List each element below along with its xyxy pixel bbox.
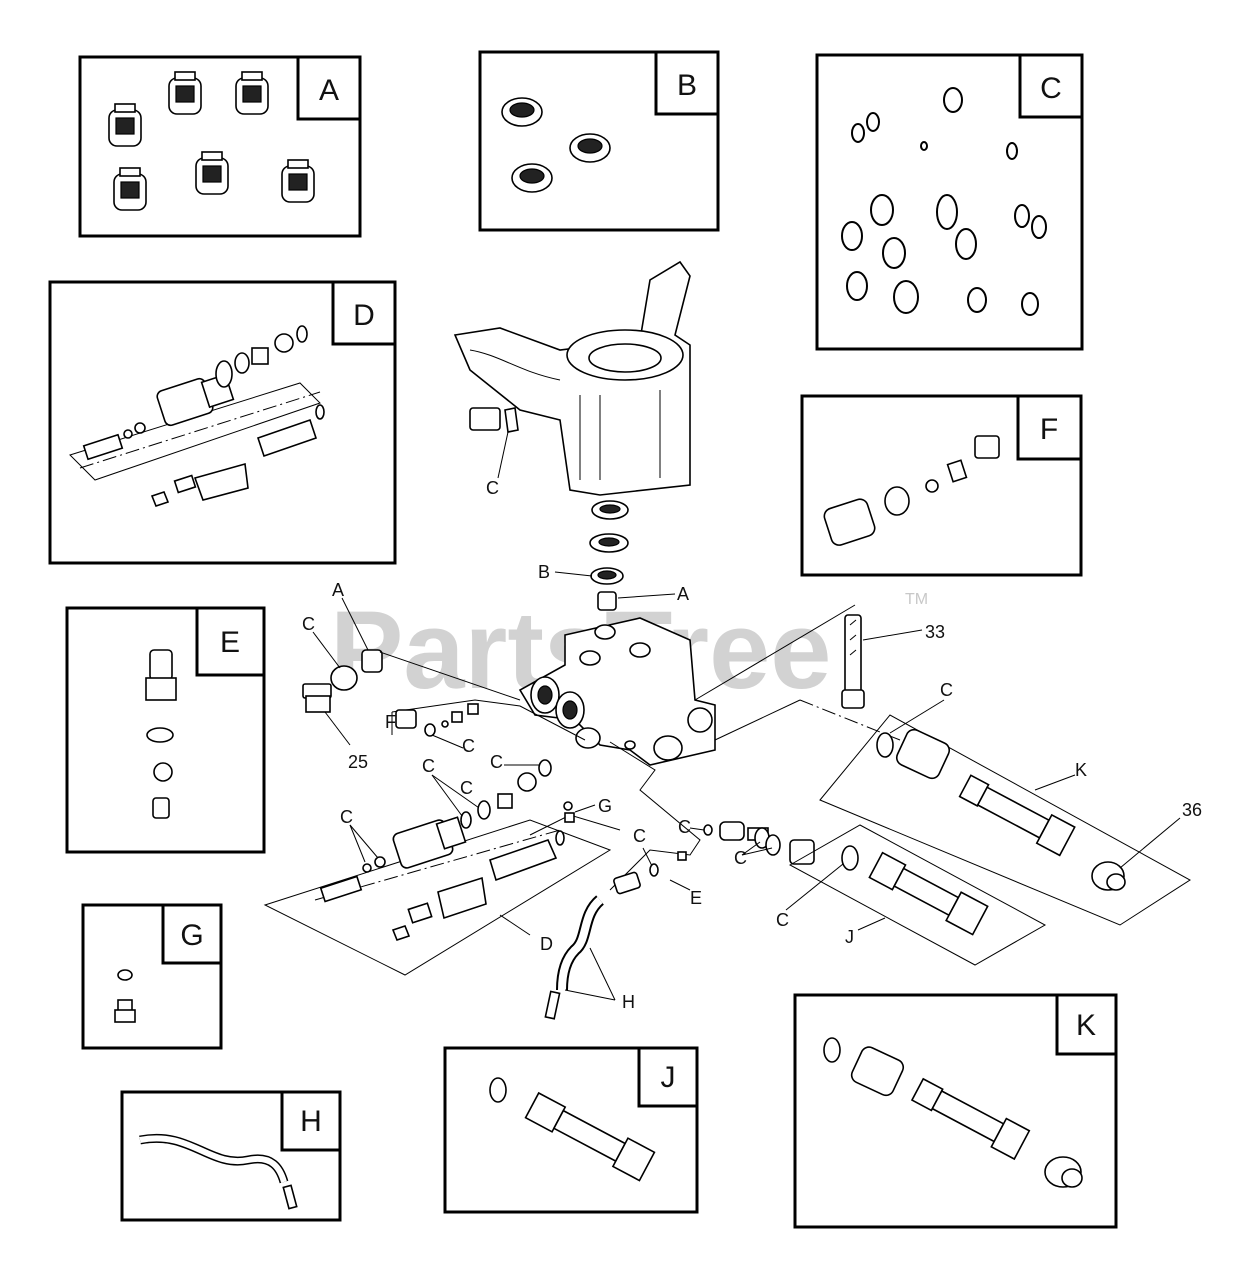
kit-box-k: K bbox=[793, 993, 1118, 1229]
thermal-relief-parts-f bbox=[823, 435, 1000, 546]
kit-box-j: J bbox=[443, 1046, 699, 1214]
callout-g: G bbox=[598, 796, 612, 816]
kit-box-g: G bbox=[81, 903, 223, 1050]
callout-c-crankcase: C bbox=[486, 478, 499, 498]
kit-label-g: G bbox=[180, 919, 203, 952]
callout-a-left: A bbox=[332, 580, 344, 600]
seal-stack bbox=[589, 500, 629, 611]
callout-a-valve: A bbox=[677, 584, 689, 604]
kit-label-a: A bbox=[319, 74, 339, 107]
plug-25 bbox=[302, 683, 332, 713]
crankcase bbox=[453, 260, 691, 496]
callout-c-right2: C bbox=[734, 848, 747, 868]
kit-box-d: D bbox=[48, 280, 397, 565]
callout-d: D bbox=[540, 934, 553, 954]
kit-box-c: C bbox=[815, 53, 1084, 351]
kit-box-f: F bbox=[800, 394, 1083, 577]
callout-k: K bbox=[1075, 760, 1087, 780]
callout-j: J bbox=[845, 927, 854, 947]
callout-e: E bbox=[690, 888, 702, 908]
filter-parts-j bbox=[489, 1077, 656, 1182]
valve-parts-a bbox=[108, 71, 315, 211]
kit-box-b: B bbox=[478, 50, 720, 232]
unloader-parts-d bbox=[69, 325, 325, 507]
kit-label-j: J bbox=[661, 1061, 676, 1094]
callout-c-right1: C bbox=[678, 817, 691, 837]
callout-c-f1: C bbox=[462, 736, 475, 756]
kit-label-f: F bbox=[1040, 413, 1058, 446]
callout-b-seal: B bbox=[538, 562, 550, 582]
callout-f: F bbox=[385, 712, 396, 732]
oring-parts-c bbox=[841, 87, 1047, 316]
kit-label-b: B bbox=[677, 69, 697, 102]
callout-h: H bbox=[622, 992, 635, 1012]
check-valve-parts-e bbox=[145, 649, 177, 819]
kit-label-k: K bbox=[1076, 1009, 1096, 1042]
callout-c-mid1: C bbox=[490, 752, 503, 772]
kit-box-h: H bbox=[120, 1090, 342, 1222]
kit-box-a: A bbox=[78, 55, 362, 238]
callout-c-f2: C bbox=[422, 756, 435, 776]
kit-box-e: E bbox=[65, 606, 266, 854]
callout-c-mid2: C bbox=[460, 778, 473, 798]
callout-c-j: C bbox=[776, 910, 789, 930]
kit-label-d: D bbox=[353, 299, 375, 332]
callout-c-k: C bbox=[940, 680, 953, 700]
callout-36: 36 bbox=[1182, 800, 1202, 820]
callout-c-left: C bbox=[302, 614, 315, 634]
seal-parts-b bbox=[501, 97, 611, 193]
callout-c-e: C bbox=[633, 826, 646, 846]
filter-parts-k bbox=[823, 1037, 1083, 1188]
plug-parts-g bbox=[114, 969, 136, 1023]
kit-label-e: E bbox=[220, 626, 240, 659]
hose-parts-h bbox=[139, 1133, 298, 1210]
manifold bbox=[518, 617, 716, 766]
watermark-tm: TM bbox=[905, 591, 928, 608]
callout-c-d1: C bbox=[340, 807, 353, 827]
kit-label-c: C bbox=[1040, 72, 1062, 105]
callout-33: 33 bbox=[925, 622, 945, 642]
kit-label-h: H bbox=[300, 1105, 322, 1138]
bolt-33 bbox=[841, 614, 865, 709]
callout-25: 25 bbox=[348, 752, 368, 772]
